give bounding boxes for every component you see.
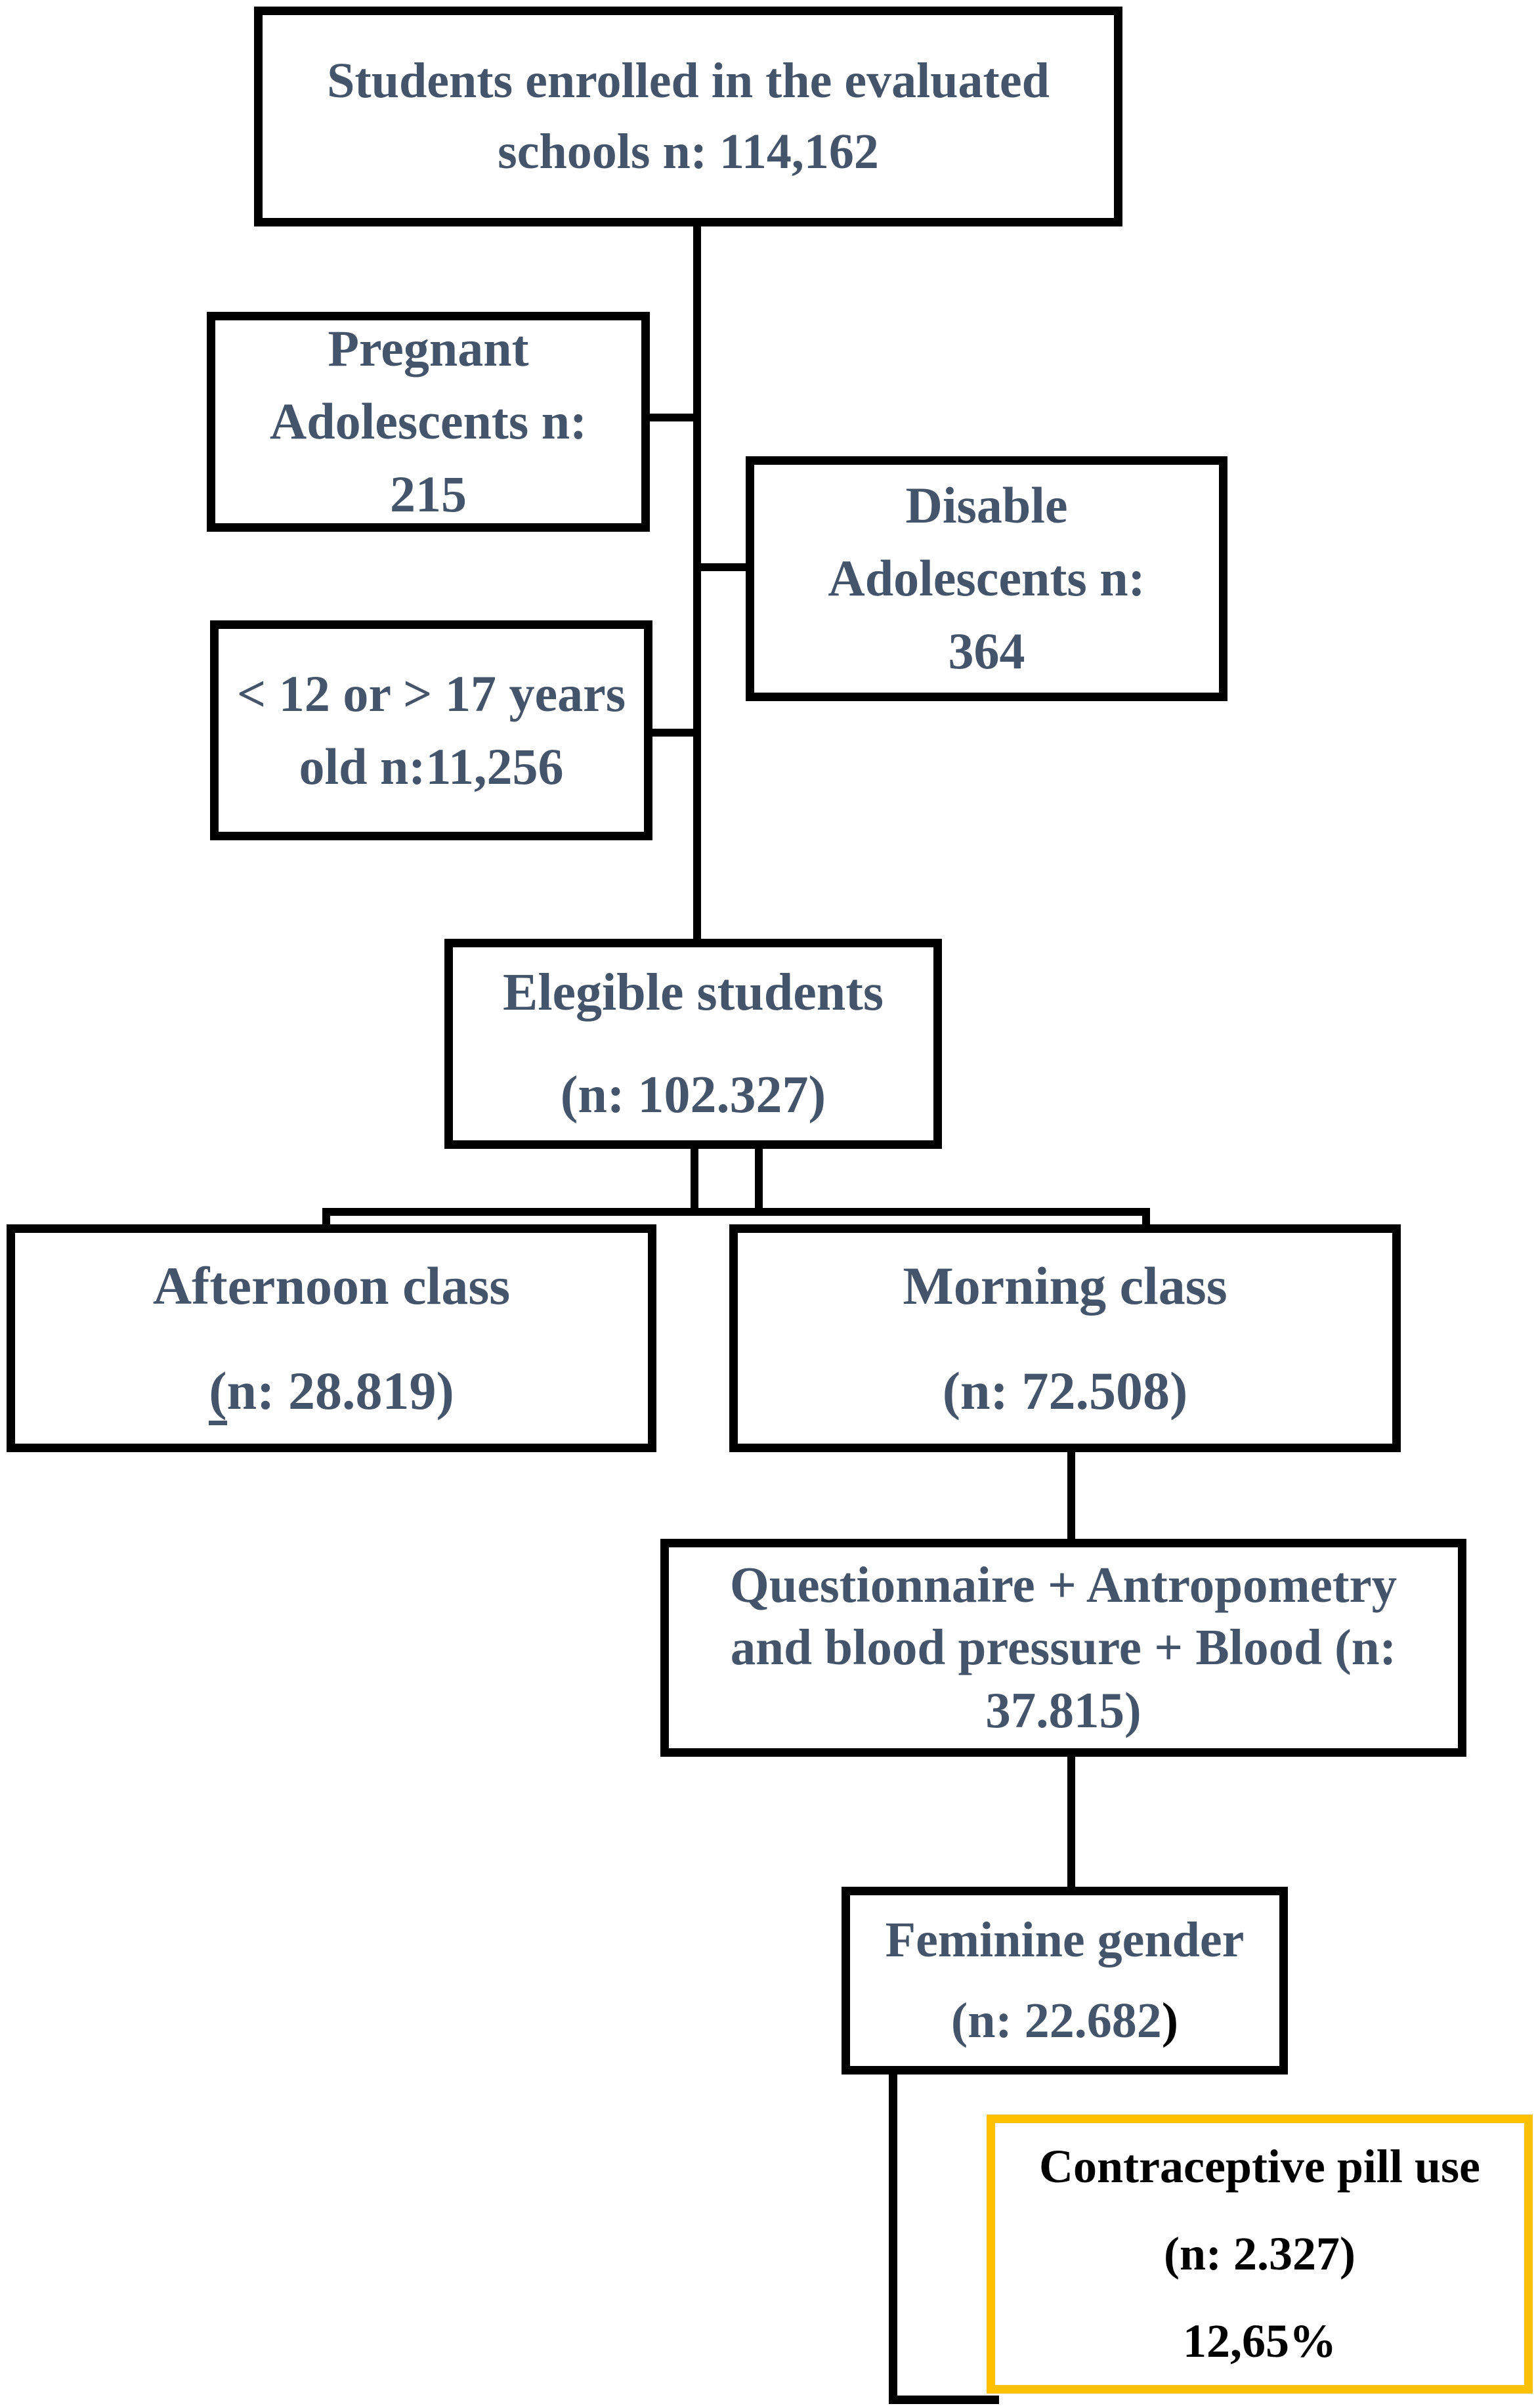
node-questionnaire-line1: Questionnaire + Antropometry — [729, 1556, 1397, 1613]
node-contraceptive-line1: Contraceptive pill use — [1039, 2139, 1480, 2193]
node-morning-class: Morning class (n: 72.508) — [729, 1224, 1401, 1452]
node-contraceptive-pill-use: Contraceptive pill use (n: 2.327) 12,65% — [987, 2115, 1533, 2394]
connector-bottom-stub — [889, 2396, 999, 2404]
node-students-enrolled: Students enrolled in the evaluated schoo… — [254, 7, 1122, 226]
afternoon-count: n: 28.819) — [226, 1360, 454, 1421]
node-eligible-line1: Elegible students — [502, 964, 884, 1021]
connector-questionnaire-to-feminine — [1067, 1757, 1075, 1888]
node-disable-line3: 364 — [948, 622, 1025, 679]
node-students-enrolled-line1: Students enrolled in the evaluated — [327, 53, 1050, 108]
node-feminine-line2: (n: 22.682) — [951, 1981, 1178, 2061]
node-disable-line2: Adolescents n: — [828, 549, 1145, 607]
node-afternoon-class: Afternoon class (n: 28.819) — [7, 1224, 656, 1452]
node-feminine-gender: Feminine gender (n: 22.682) — [842, 1887, 1288, 2075]
node-pregnant-adolescents: Pregnant Adolescents n: 215 — [207, 312, 650, 532]
connector-split-horizontal — [322, 1208, 1150, 1216]
afternoon-underlined-paren: ( — [209, 1360, 227, 1425]
connector-enrolled-to-eligible — [693, 226, 701, 942]
node-disable-line1: Disable — [905, 477, 1068, 534]
node-age-exclusion-line2: old n:11,256 — [299, 737, 564, 795]
node-age-exclusion-line1: < 12 or > 17 years — [236, 664, 626, 722]
node-afternoon-line1: Afternoon class — [152, 1255, 511, 1316]
node-questionnaire: Questionnaire + Antropometry and blood p… — [660, 1539, 1466, 1757]
node-eligible-students: Elegible students (n: 102.327) — [444, 939, 942, 1149]
feminine-count: (n: 22.682 — [950, 1993, 1162, 2048]
node-pregnant-line2: Adolescents n: — [269, 393, 587, 450]
node-afternoon-line2: (n: 28.819) — [209, 1339, 454, 1444]
node-students-enrolled-line2: schools n: 114,162 — [498, 123, 879, 179]
node-age-exclusion: < 12 or > 17 years old n:11,256 — [210, 620, 652, 840]
node-contraceptive-line2: (n: 2.327) — [1164, 2227, 1355, 2280]
node-feminine-line1: Feminine gender — [885, 1912, 1245, 1967]
connector-eligible-out-left — [691, 1149, 698, 1215]
node-disable-adolescents: Disable Adolescents n: 364 — [746, 456, 1227, 701]
connector-feminine-down — [889, 2071, 897, 2404]
node-questionnaire-line2: and blood pressure + Blood (n: — [730, 1619, 1397, 1676]
node-pregnant-line1: Pregnant — [328, 320, 529, 377]
connector-to-age-exclusion — [649, 729, 698, 737]
node-morning-line2: (n: 72.508) — [942, 1360, 1188, 1421]
connector-morning-to-questionnaire — [1067, 1452, 1075, 1541]
connector-eligible-out-right — [755, 1149, 763, 1215]
feminine-black-paren: ) — [1161, 1993, 1179, 2048]
node-pregnant-line3: 215 — [390, 465, 467, 523]
connector-to-disable — [693, 563, 754, 571]
node-morning-line1: Morning class — [903, 1255, 1227, 1316]
node-questionnaire-line3: 37.815) — [985, 1681, 1141, 1738]
connector-to-pregnant — [647, 414, 698, 421]
node-contraceptive-line3: 12,65% — [1183, 2315, 1336, 2368]
node-eligible-line2: (n: 102.327) — [560, 1066, 826, 1124]
